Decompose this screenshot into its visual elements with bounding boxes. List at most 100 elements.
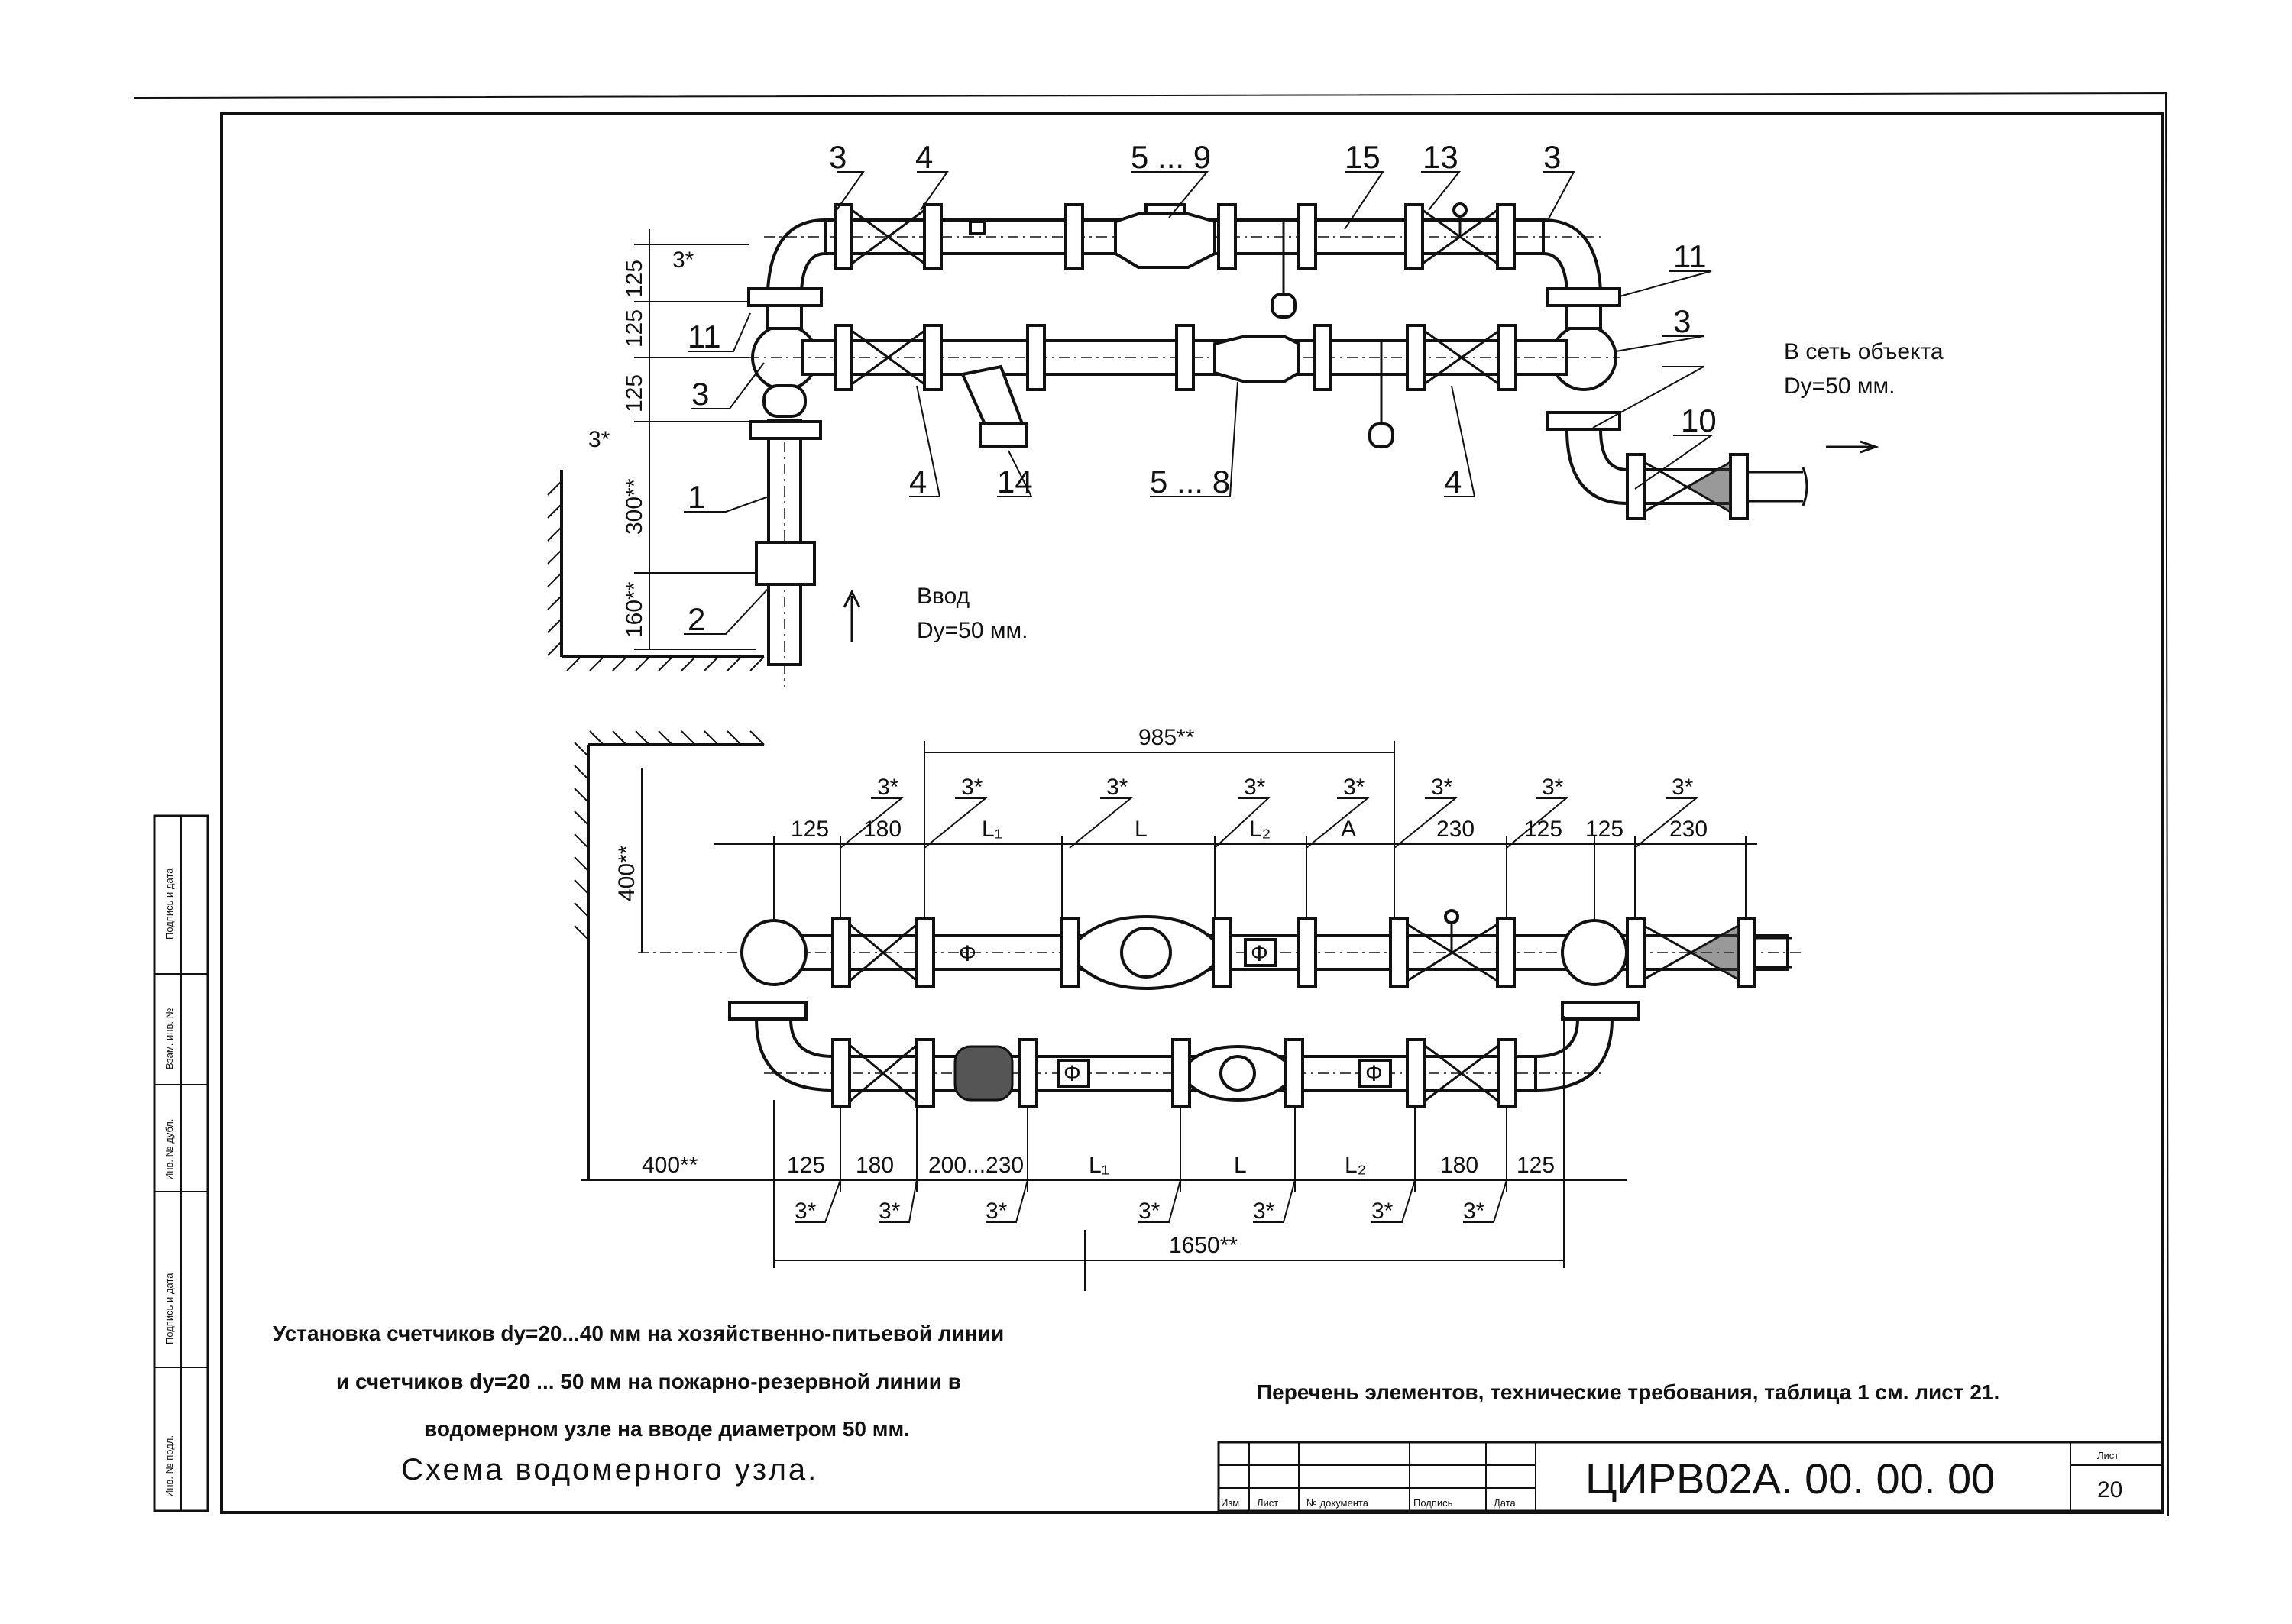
phi-mark-2: Ф bbox=[1251, 941, 1268, 966]
dim-top-125-c: 125 bbox=[1585, 817, 1624, 842]
flange bbox=[1018, 1038, 1038, 1108]
flange bbox=[1389, 917, 1409, 988]
upper-left-elbow bbox=[766, 218, 827, 292]
dim-top-125: 125 bbox=[791, 817, 829, 842]
dim-top-l1: L₁ bbox=[982, 817, 1002, 842]
callout-10: 10 bbox=[1681, 403, 1717, 438]
caption-line-3: водомерном узле на вводе диаметром 50 мм… bbox=[424, 1417, 910, 1441]
callout-3-d: 3 bbox=[691, 376, 709, 412]
angle-c-3: 3* bbox=[986, 1199, 1008, 1224]
callout-3-a: 3 bbox=[829, 139, 847, 175]
outlet-label-1: В сеть объекта bbox=[1784, 339, 1944, 364]
callout-4-c: 4 bbox=[1444, 464, 1462, 500]
gate-valve-top-1 bbox=[851, 209, 925, 265]
stamp-field-2: Взам. инв. № bbox=[163, 1008, 175, 1069]
flange bbox=[915, 917, 935, 988]
flange bbox=[834, 203, 853, 270]
gate-valve-low-1 bbox=[851, 329, 925, 386]
dim-v-125-3: 125 bbox=[622, 374, 647, 412]
flange bbox=[1297, 203, 1317, 270]
flange bbox=[1406, 324, 1426, 391]
front-tee-left bbox=[740, 919, 808, 986]
tb-col-date: Дата bbox=[1494, 1497, 1517, 1509]
dim-bot-180: 180 bbox=[856, 1153, 894, 1178]
angle-b-6: 3* bbox=[1431, 775, 1453, 800]
outlet-label-2: Dy=50 мм. bbox=[1784, 374, 1895, 399]
wall-hatch-bottom bbox=[574, 730, 765, 1180]
front-tee-right bbox=[1561, 919, 1628, 986]
flange bbox=[923, 324, 943, 391]
callout-2: 2 bbox=[688, 601, 705, 637]
check-valve-top bbox=[1643, 461, 1731, 513]
flange bbox=[1546, 411, 1621, 431]
phi-mark-1: Ф bbox=[959, 941, 976, 966]
flange bbox=[1497, 1038, 1517, 1108]
angle-b-3: 3* bbox=[1106, 775, 1128, 800]
stamp-field-3: Инв. № дубл. bbox=[163, 1118, 175, 1180]
dim-top-230: 230 bbox=[1436, 817, 1475, 842]
dim-top-180: 180 bbox=[863, 817, 902, 842]
front-elbow-left bbox=[754, 1017, 834, 1092]
dim-bot-125-b: 125 bbox=[1517, 1153, 1555, 1178]
inlet-sleeve bbox=[755, 541, 816, 586]
flange bbox=[1284, 1038, 1304, 1108]
phi-mark-3: Ф bbox=[1063, 1061, 1081, 1086]
reference-note: Перечень элементов, технические требован… bbox=[1257, 1380, 1999, 1404]
callout-4-b: 4 bbox=[909, 464, 927, 500]
dim-top-a: A bbox=[1341, 817, 1356, 842]
tb-col-sign: Подпись bbox=[1413, 1497, 1453, 1509]
dim-top-125-b: 125 bbox=[1524, 817, 1562, 842]
water-meter-low bbox=[1213, 335, 1300, 383]
outlet-pipe-top bbox=[1747, 467, 1808, 506]
flange bbox=[1297, 917, 1317, 988]
flange bbox=[1737, 917, 1756, 988]
top-view: 125 125 125 300** 160** 3* 3* bbox=[547, 139, 1944, 687]
water-meter-top bbox=[1114, 212, 1216, 269]
gate-valve-low-2 bbox=[1423, 329, 1500, 386]
flange bbox=[831, 917, 851, 988]
flange bbox=[1729, 453, 1749, 520]
bottom-view: Ф Ф Ф Ф bbox=[574, 725, 1803, 1291]
inlet-label-2: Dy=50 мм. bbox=[917, 618, 1028, 643]
tb-col-list: Лист bbox=[1257, 1497, 1278, 1509]
flange bbox=[1496, 917, 1516, 988]
diagram-title: Схема водомерного узла. bbox=[401, 1453, 818, 1487]
dim-bot-400: 400** bbox=[642, 1153, 698, 1178]
dim-bot-l1: L₁ bbox=[1089, 1153, 1109, 1178]
outer-frame bbox=[133, 92, 2169, 1517]
flange bbox=[749, 420, 822, 440]
inlet-arrow bbox=[843, 589, 861, 642]
sheet-number: 20 bbox=[2097, 1477, 2122, 1503]
front-valve-3 bbox=[849, 1043, 918, 1103]
dim-v-125-1: 125 bbox=[622, 260, 647, 298]
angle-c-1: 3* bbox=[795, 1199, 817, 1224]
dim-top-l2: L₂ bbox=[1249, 817, 1271, 842]
callout-4-a: 4 bbox=[915, 139, 933, 175]
front-check-valve bbox=[1643, 924, 1739, 981]
flange bbox=[1060, 917, 1080, 988]
stamp-field-5: Инв. № подл. bbox=[163, 1435, 175, 1497]
document-code: ЦИРВ02А. 00. 00. 00 bbox=[1585, 1454, 1995, 1503]
angle-mark-top-2: 3* bbox=[588, 427, 610, 452]
flange bbox=[1175, 324, 1195, 391]
dim-bot-l: L bbox=[1234, 1153, 1247, 1178]
dim-top-230-b: 230 bbox=[1669, 817, 1708, 842]
angle-mark-top-1: 3* bbox=[672, 247, 694, 273]
callout-5-9: 5 ... 9 bbox=[1131, 139, 1211, 175]
callout-11-left: 11 bbox=[688, 319, 721, 354]
dim-bot-125: 125 bbox=[787, 1153, 825, 1178]
dim-400-v: 400** bbox=[614, 845, 639, 901]
flange bbox=[1497, 324, 1517, 391]
callout-14: 14 bbox=[997, 464, 1033, 500]
side-stamp: Подпись и дата Взам. инв. № Инв. № дубл.… bbox=[153, 814, 209, 1512]
angle-c-7: 3* bbox=[1463, 1199, 1485, 1224]
tb-col-izm: Изм bbox=[1221, 1497, 1239, 1509]
inlet-label-1: Ввод bbox=[917, 584, 970, 609]
callout-3-b: 3 bbox=[1543, 139, 1561, 175]
flange bbox=[1313, 324, 1332, 391]
caption-line-1: Установка счетчиков dy=20...40 мм на хоз… bbox=[273, 1322, 1004, 1345]
flange bbox=[831, 1038, 851, 1108]
inner-frame bbox=[220, 112, 2164, 1514]
callout-5-8: 5 ... 8 bbox=[1150, 464, 1230, 500]
